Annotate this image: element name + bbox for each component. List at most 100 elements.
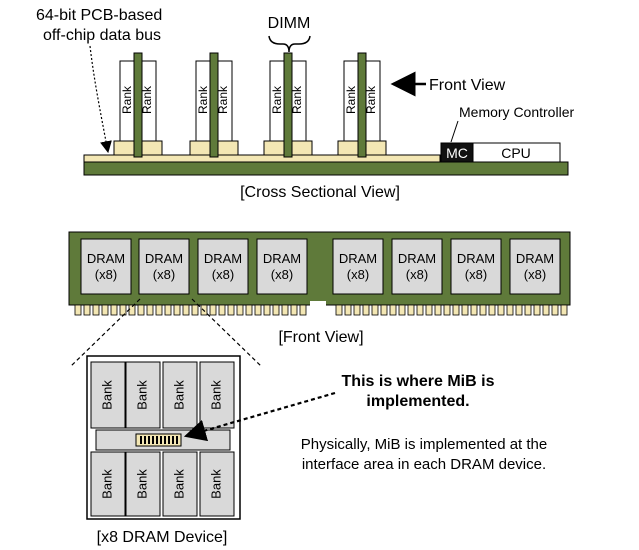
- memory-controller-label: Memory Controller: [459, 104, 574, 120]
- edge-pin: [281, 304, 289, 316]
- edge-pin: [263, 304, 271, 316]
- edge-pin: [173, 304, 181, 316]
- cross-sectional-caption: [Cross Sectional View]: [240, 184, 400, 201]
- motherboard-pcb: [83, 161, 569, 176]
- edge-pin: [371, 304, 379, 316]
- rank-label: Rank: [140, 85, 154, 114]
- callout-line2: implemented.: [366, 393, 469, 410]
- dram-chip: DRAM(x8): [509, 238, 561, 295]
- mc-label: MC: [446, 145, 468, 161]
- zoom-line-left: [69, 298, 141, 368]
- bank-cell: [199, 451, 235, 517]
- mib-pin: [160, 436, 162, 444]
- bank-label: Bank: [171, 469, 186, 499]
- bank: Bank: [199, 451, 235, 517]
- edge-pin: [398, 304, 406, 316]
- dram-chip-label: DRAM: [204, 251, 242, 266]
- dram-chip-width: (x8): [95, 267, 117, 282]
- edge-pin: [227, 304, 235, 316]
- dram-chip-width: (x8): [406, 267, 428, 282]
- dram-chip-label: DRAM: [398, 251, 436, 266]
- bank-label: Bank: [99, 380, 114, 410]
- mib-pin: [144, 436, 146, 444]
- description-line2: interface area in each DRAM device.: [302, 456, 546, 473]
- dram-chip-row: DRAM(x8)DRAM(x8)DRAM(x8)DRAM(x8)DRAM(x8)…: [80, 238, 561, 295]
- front-view-caption: [Front View]: [278, 329, 363, 346]
- dram-chip: DRAM(x8): [332, 238, 384, 295]
- dram-chip: DRAM(x8): [197, 238, 249, 295]
- bank-label: Bank: [208, 469, 223, 499]
- bus-label-line2: off-chip data bus: [43, 27, 161, 44]
- dram-chip-label: DRAM: [457, 251, 495, 266]
- dram-chip-label: DRAM: [145, 251, 183, 266]
- edge-pin: [83, 304, 91, 316]
- callout-arrow: [183, 391, 336, 442]
- edge-pin: [119, 304, 127, 316]
- edge-pin: [488, 304, 496, 316]
- dram-chip-width: (x8): [524, 267, 546, 282]
- device-caption: [x8 DRAM Device]: [97, 529, 228, 546]
- edge-pin: [524, 304, 532, 316]
- edge-pin: [236, 304, 244, 316]
- edge-pin: [299, 304, 307, 316]
- dram-chip-body: [332, 238, 384, 295]
- bus-label-line1: 64-bit PCB-based: [36, 7, 162, 24]
- dram-chip: DRAM(x8): [391, 238, 443, 295]
- edge-pin: [362, 304, 370, 316]
- dram-chip-body: [138, 238, 190, 295]
- edge-pin: [191, 304, 199, 316]
- dram-chip: DRAM(x8): [138, 238, 190, 295]
- dram-chip: DRAM(x8): [80, 238, 132, 295]
- bank: Bank: [125, 451, 161, 517]
- edge-pin: [335, 304, 343, 316]
- edge-pin: [515, 304, 523, 316]
- edge-pin: [110, 304, 118, 316]
- dram-chip-body: [80, 238, 132, 295]
- mib-pin: [168, 436, 170, 444]
- mib-pin: [148, 436, 150, 444]
- mib-pin: [176, 436, 178, 444]
- bank-cell: [162, 361, 198, 429]
- dram-chip-label: DRAM: [87, 251, 125, 266]
- bank-cell: [90, 451, 126, 517]
- dram-chip: DRAM(x8): [450, 238, 502, 295]
- cpu-label: CPU: [501, 145, 531, 161]
- rank-label: Rank: [216, 85, 230, 114]
- dram-chip-label: DRAM: [516, 251, 554, 266]
- zoom-line-right: [191, 298, 263, 368]
- edge-connector-pins: [74, 304, 568, 316]
- dram-chip-width: (x8): [347, 267, 369, 282]
- dimm-pcb: [283, 52, 293, 158]
- edge-pin: [452, 304, 460, 316]
- front-view-label: Front View: [429, 77, 506, 94]
- bank: Bank: [125, 361, 161, 429]
- bus-pointer-arrow: [89, 45, 112, 154]
- edge-pin: [497, 304, 505, 316]
- rank-label: Rank: [344, 85, 358, 114]
- bank-cell: [125, 451, 161, 517]
- bank-cell: [125, 361, 161, 429]
- memory-controller-pointer: [450, 120, 459, 143]
- edge-pin: [245, 304, 253, 316]
- rank-label: Rank: [364, 85, 378, 114]
- dimm-pcb: [133, 52, 143, 158]
- edge-pin: [101, 304, 109, 316]
- edge-pin: [254, 304, 262, 316]
- bank: Bank: [90, 361, 126, 429]
- edge-pin: [533, 304, 541, 316]
- mib-pin: [156, 436, 158, 444]
- dram-chip-width: (x8): [271, 267, 293, 282]
- bank-label: Bank: [171, 380, 186, 410]
- edge-pin: [542, 304, 550, 316]
- dram-chip-body: [450, 238, 502, 295]
- bank-cell: [162, 451, 198, 517]
- dram-chip-body: [391, 238, 443, 295]
- edge-pin: [407, 304, 415, 316]
- dram-chip-body: [509, 238, 561, 295]
- edge-pin: [380, 304, 388, 316]
- description-line1: Physically, MiB is implemented at the: [301, 436, 547, 453]
